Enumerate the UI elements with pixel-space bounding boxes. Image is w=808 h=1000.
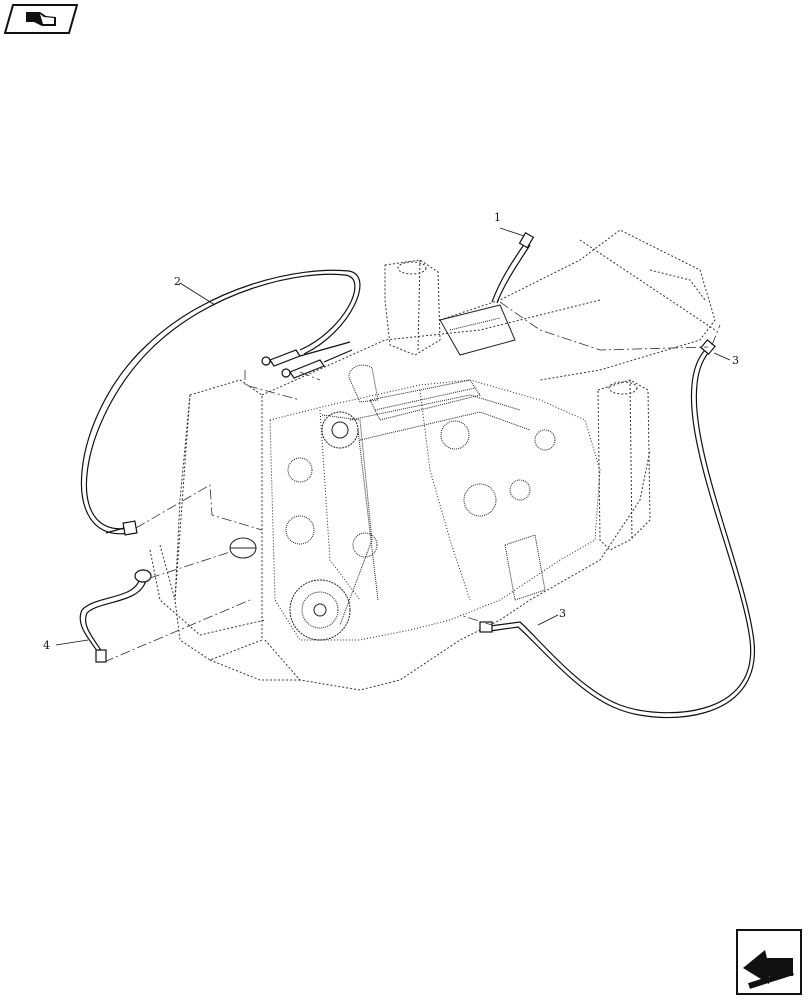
- leader-lines: [103, 301, 721, 663]
- callout-1: 1: [494, 211, 501, 224]
- engine-block: [229, 304, 601, 641]
- callout-2: 2: [174, 275, 181, 288]
- next-page-button[interactable]: [735, 928, 803, 996]
- callout-3-lower: 3: [559, 607, 566, 620]
- hose-2: [80, 269, 361, 536]
- frame-outline: [149, 229, 716, 691]
- nav-book-button[interactable]: [3, 4, 79, 34]
- book-nav-icon: [3, 4, 79, 34]
- hose-3: [479, 339, 755, 719]
- hose-1: [491, 227, 535, 304]
- callout-4: 4: [43, 639, 50, 652]
- hose-4: [55, 569, 152, 663]
- callout-3-upper: 3: [732, 354, 739, 367]
- next-page-arrow-icon: [736, 929, 802, 995]
